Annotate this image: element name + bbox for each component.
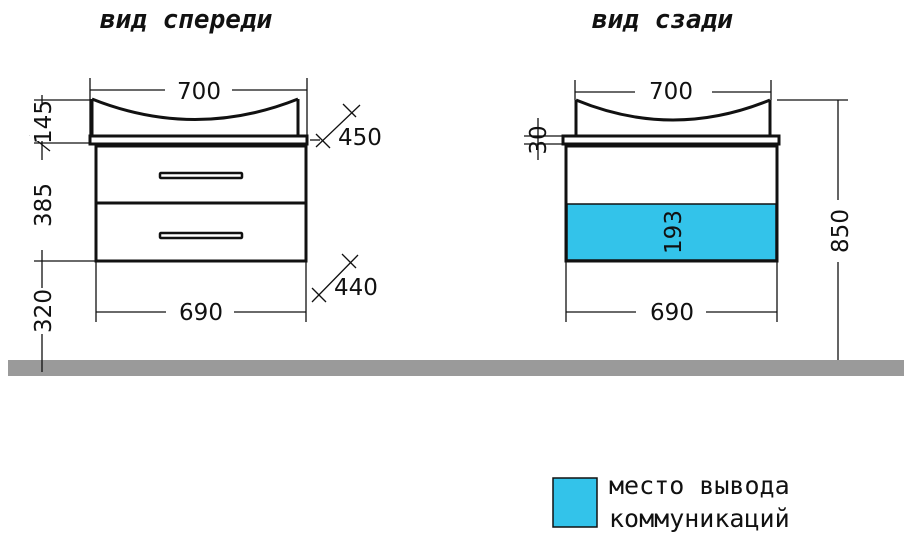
back-view: 193 700 690 30 850 (524, 79, 854, 360)
front-view-title: вид спереди (100, 5, 273, 35)
back-basin (574, 98, 772, 136)
back-height-mask (822, 200, 852, 262)
front-height-mask-320 (30, 288, 56, 334)
front-depth-lower-cross2 (341, 253, 357, 269)
floor-line (8, 360, 904, 376)
legend-line-2: коммуникаций (609, 504, 790, 533)
legend-line-1: место вывода (609, 471, 790, 500)
front-basin (90, 97, 300, 136)
front-depth-upper-cross2 (342, 103, 357, 118)
front-basin-height-label: 145 (31, 100, 57, 144)
front-top-width-label: 700 (177, 79, 221, 105)
drawer-handle-upper (158, 171, 244, 180)
front-floor-gap-label: 320 (31, 289, 57, 333)
drawer-handle-lower (158, 231, 244, 240)
back-top-thickness-label: 30 (526, 125, 552, 154)
front-depth-upper-diag (315, 104, 361, 148)
service-zone (566, 203, 777, 261)
front-depth-upper-cross (315, 133, 331, 149)
service-zone-height-label: 193 (661, 210, 687, 254)
legend-swatch (552, 477, 598, 528)
back-view-title: вид сзади (592, 5, 733, 35)
back-total-height-label: 850 (828, 209, 854, 253)
back-bottom-width-label: 690 (650, 300, 694, 326)
front-cabinet-height-label: 385 (31, 183, 57, 227)
back-top-width-label: 700 (649, 79, 693, 105)
front-bottom-width-label: 690 (179, 300, 223, 326)
front-countertop (88, 134, 309, 146)
front-depth-lower-cross (311, 287, 327, 303)
front-depth-upper-label: 450 (338, 125, 382, 151)
front-height-mask-385 (30, 160, 56, 250)
back-countertop (561, 134, 781, 146)
front-view: 700 690 450 440 145 385 320 (29, 78, 382, 372)
legend: место вывода коммуникаций (552, 471, 790, 533)
front-depth-lower-label: 440 (334, 275, 378, 301)
front-height-mask-145 (30, 103, 56, 141)
